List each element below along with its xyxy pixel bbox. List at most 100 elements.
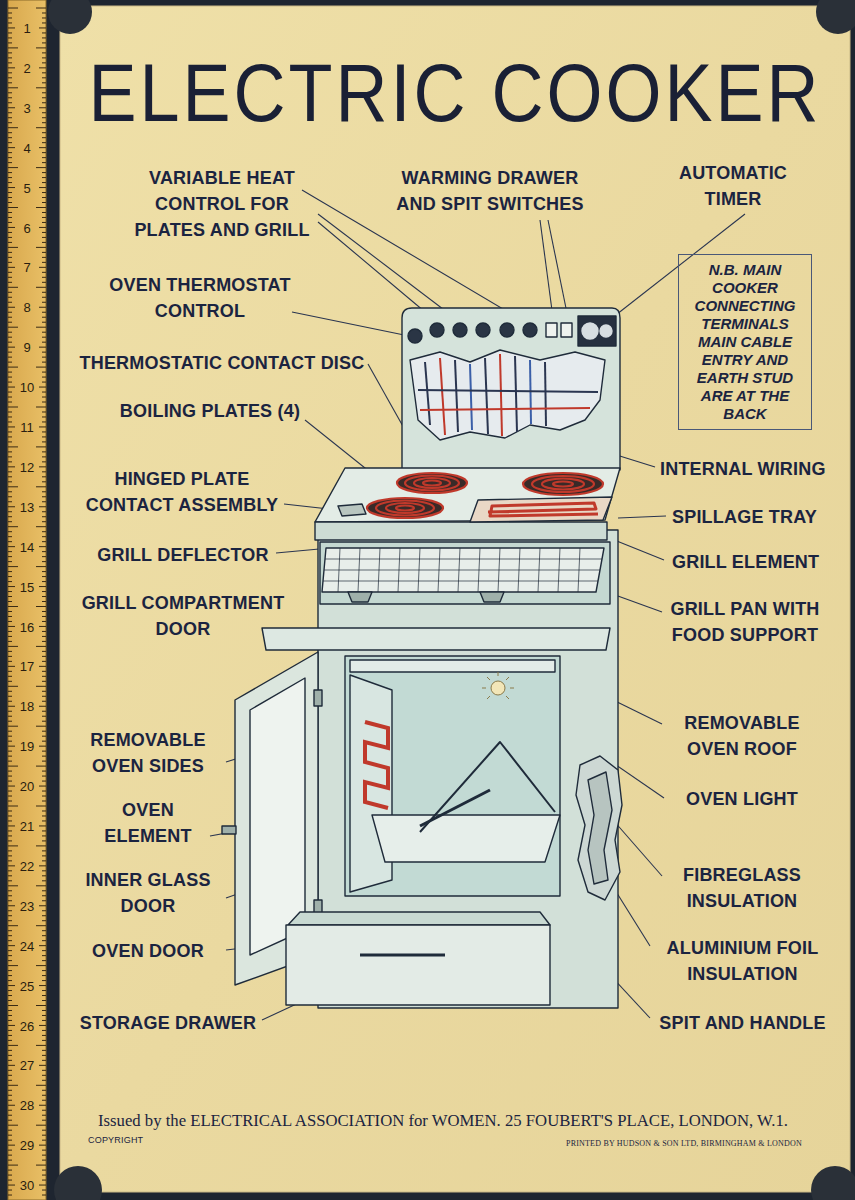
ruler-tick (8, 671, 12, 672)
ruler-tick (39, 985, 46, 986)
ruler-number: 22 (15, 860, 39, 874)
ruler-tick (8, 541, 12, 542)
ruler-tick (36, 207, 46, 208)
ruler-number: 30 (15, 1179, 39, 1193)
ruler-tick (8, 1180, 12, 1181)
ruler-tick (42, 1110, 46, 1111)
illustration-shape (408, 329, 422, 343)
ruler-tick (39, 227, 46, 228)
ruler-tick (8, 975, 12, 976)
leader-line (470, 364, 472, 430)
ruler-tick (39, 147, 46, 148)
ruler-tick (8, 696, 12, 697)
ruler-tick (8, 47, 18, 48)
ruler-tick (8, 87, 18, 88)
ruler-tick (42, 491, 46, 492)
ruler-tick (8, 12, 12, 13)
illustration-shape (561, 323, 572, 337)
ruler-tick (8, 197, 12, 198)
ruler-tick (8, 167, 18, 168)
ruler-tick (8, 322, 12, 323)
ruler-tick (8, 147, 15, 148)
ruler-tick (36, 885, 46, 886)
ruler-tick (42, 830, 46, 831)
ruler-tick (8, 1100, 12, 1101)
leader-line (506, 696, 509, 699)
illustration-shape (480, 592, 504, 602)
ruler-tick (42, 511, 46, 512)
ruler-tick (8, 985, 15, 986)
leader-line (515, 356, 517, 432)
ruler-tick (42, 531, 46, 532)
ruler-tick (42, 591, 46, 592)
ruler-tick (8, 367, 18, 368)
ruler-tick (42, 1000, 46, 1001)
ruler-number: 16 (15, 621, 39, 635)
ruler-tick (42, 880, 46, 881)
ruler-tick (42, 377, 46, 378)
ruler-tick (42, 551, 46, 552)
part-label: INNER GLASS DOOR (73, 867, 223, 919)
ruler-tick (42, 541, 46, 542)
ruler-tick (8, 142, 12, 143)
illustration-shape (811, 1166, 855, 1200)
ruler-tick (8, 1155, 12, 1156)
ruler-tick (42, 576, 46, 577)
ruler-tick (8, 1040, 12, 1041)
ruler-tick (8, 257, 12, 258)
poster-title: ELECTRIC COOKER (62, 48, 848, 138)
ruler-tick (42, 716, 46, 717)
ruler-tick (8, 207, 18, 208)
illustration-shape (376, 501, 434, 516)
ruler-tick (8, 736, 12, 737)
shape-group (323, 548, 602, 592)
ruler-tick (8, 362, 12, 363)
illustration-shape (430, 323, 444, 337)
ruler-tick (42, 77, 46, 78)
ruler-tick (8, 636, 12, 637)
ruler-tick (8, 626, 15, 627)
illustration-shape (578, 316, 616, 346)
ruler-tick (42, 72, 46, 73)
ruler-tick (8, 72, 12, 73)
ruler-number: 3 (15, 102, 39, 116)
ruler-tick (42, 481, 46, 482)
ruler-tick (42, 651, 46, 652)
ruler-tick (8, 1140, 12, 1141)
ruler-tick (42, 781, 46, 782)
part-label: OVEN ELEMENT (88, 797, 208, 849)
part-label: GRILL PAN WITH FOOD SUPPORT (665, 596, 825, 648)
illustration-shape (365, 722, 388, 808)
illustration-shape (488, 503, 598, 516)
leader-line (318, 214, 460, 322)
ruler-tick (8, 382, 12, 383)
ruler-tick (42, 342, 46, 343)
ruler-tick (42, 117, 46, 118)
ruler-tick (8, 237, 12, 238)
ruler-tick (42, 1130, 46, 1131)
ruler-number: 2 (15, 62, 39, 76)
ruler-tick (8, 840, 12, 841)
ruler-tick (42, 721, 46, 722)
illustration-shape (546, 323, 557, 337)
ruler-tick (39, 905, 46, 906)
ruler-tick (36, 47, 46, 48)
ruler-tick (8, 352, 12, 353)
ruler-tick (36, 526, 46, 527)
ruler-tick (8, 526, 18, 527)
part-label: HINGED PLATE CONTACT ASSEMBLY (82, 466, 282, 518)
ruler-tick (42, 22, 46, 23)
ruler-tick (39, 187, 46, 188)
ruler-tick (8, 815, 12, 816)
ruler-tick (8, 337, 12, 338)
ruler-tick (8, 1105, 15, 1106)
ruler-tick (8, 875, 12, 876)
part-label: SPILLAGE TRAY (672, 504, 842, 530)
ruler-tick (8, 786, 15, 787)
ruler-tick (8, 416, 12, 417)
ruler-tick (8, 656, 12, 657)
ruler-tick (8, 621, 12, 622)
shape-group (210, 190, 745, 1020)
illustration-shape (576, 756, 622, 900)
illustration-shape (350, 660, 555, 672)
